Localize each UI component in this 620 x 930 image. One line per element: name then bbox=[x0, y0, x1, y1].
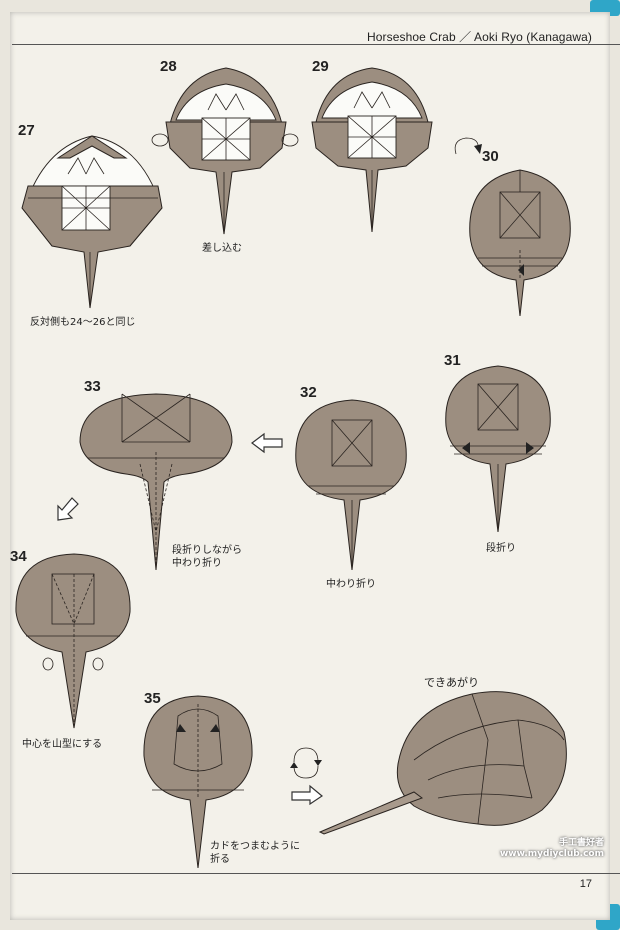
step-28-caption: 差し込む bbox=[202, 242, 242, 255]
caption-line: カドをつまむように bbox=[210, 841, 300, 852]
turn-over-icon bbox=[290, 747, 324, 806]
step-32-diagram bbox=[295, 399, 407, 571]
caption-line: 中わり折り bbox=[172, 558, 222, 569]
step-27-caption: 反対側も24～26と同じ bbox=[30, 316, 135, 329]
page-number: 17 bbox=[579, 878, 592, 890]
step-35-diagram bbox=[143, 695, 253, 869]
step-number-34: 34 bbox=[10, 548, 27, 565]
step-number-29: 29 bbox=[312, 58, 329, 75]
step-28-diagram bbox=[151, 67, 299, 235]
step-33-diagram bbox=[79, 393, 233, 571]
caption-line: 差し込む bbox=[202, 243, 242, 254]
finished-label: できあがり bbox=[424, 676, 479, 689]
step-31-diagram bbox=[445, 365, 551, 533]
step-32-caption: 中わり折り bbox=[326, 578, 376, 591]
step-number-35: 35 bbox=[144, 690, 161, 707]
caption-line: 反対側も24～26と同じ bbox=[30, 317, 136, 328]
step-number-32: 32 bbox=[300, 384, 317, 401]
step-27-diagram bbox=[21, 135, 163, 309]
page-header-title: Horseshoe Crab ／ Aoki Ryo (Kanagawa) bbox=[366, 30, 592, 44]
step-34-caption: 中心を山型にする bbox=[22, 738, 102, 751]
step-34-diagram bbox=[15, 553, 131, 729]
down-left-arrow-icon bbox=[57, 497, 79, 521]
header-rule bbox=[12, 44, 620, 45]
rotate-arrow-icon bbox=[454, 137, 482, 155]
site-watermark: 手工書好者 www.mydiyclub.com bbox=[500, 838, 604, 860]
step-number-28: 28 bbox=[160, 58, 177, 75]
step-29-diagram bbox=[311, 67, 433, 233]
step-35-caption: カドをつまむように 折る bbox=[210, 840, 300, 866]
step-number-33: 33 bbox=[84, 378, 101, 395]
step-number-27: 27 bbox=[18, 122, 35, 139]
watermark-line-1: 手工書好者 bbox=[558, 838, 604, 848]
step-number-31: 31 bbox=[444, 352, 461, 369]
footer-rule bbox=[12, 873, 620, 874]
step-number-30: 30 bbox=[482, 148, 499, 165]
caption-line: 段折りしながら bbox=[172, 545, 242, 556]
step-31-caption: 段折り bbox=[486, 542, 516, 555]
watermark-line-2: www.mydiyclub.com bbox=[499, 849, 604, 859]
caption-line: 段折り bbox=[486, 543, 516, 554]
finished-model-diagram bbox=[318, 691, 567, 835]
step-30-diagram bbox=[469, 169, 571, 317]
caption-line: 中心を山型にする bbox=[22, 739, 103, 750]
caption-line: 折る bbox=[210, 854, 230, 865]
left-arrow-icon bbox=[251, 432, 283, 454]
step-33-caption: 段折りしながら 中わり折り bbox=[172, 544, 242, 570]
caption-line: 中わり折り bbox=[326, 579, 376, 590]
